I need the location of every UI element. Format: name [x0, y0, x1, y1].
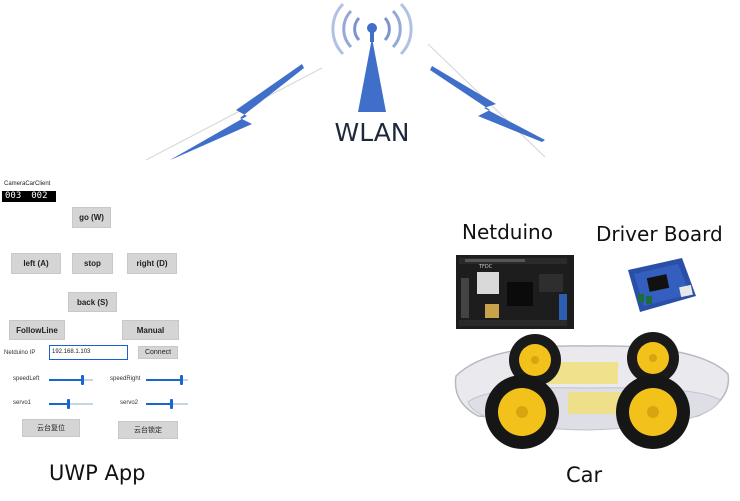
- app-window-title: CameraCarClient: [4, 181, 51, 187]
- servo2-slider[interactable]: [146, 399, 188, 409]
- go-button[interactable]: go (W): [72, 207, 111, 228]
- counter-value-1: 003: [5, 191, 22, 201]
- wheel-back-left-icon: [509, 334, 561, 386]
- manual-button[interactable]: Manual: [122, 320, 179, 340]
- connect-button[interactable]: Connect: [138, 346, 178, 359]
- slider-thumb[interactable]: [180, 375, 184, 385]
- wheel-front-right-icon: [616, 375, 690, 449]
- netduino-board-image: TFDC: [456, 255, 574, 329]
- svg-text:TFDC: TFDC: [478, 264, 493, 270]
- speed-right-slider[interactable]: [146, 375, 188, 385]
- driver-board-image: [628, 258, 696, 312]
- back-button[interactable]: back (S): [68, 292, 117, 312]
- driver-board-label: Driver Board: [596, 222, 723, 246]
- gimbal-reset-button[interactable]: 云台复位: [22, 419, 80, 437]
- slider-thumb[interactable]: [80, 375, 84, 385]
- servo1-slider[interactable]: [49, 399, 93, 409]
- followline-button[interactable]: FollowLine: [9, 320, 65, 340]
- signal-line-left: [145, 67, 323, 161]
- slider-fill: [146, 379, 182, 381]
- speed-left-slider[interactable]: [49, 375, 93, 385]
- slider-fill: [146, 403, 172, 405]
- slider-label-servo1: servo1: [13, 400, 32, 406]
- stop-button[interactable]: stop: [72, 253, 113, 274]
- slider-thumb[interactable]: [67, 399, 71, 409]
- lightning-left-icon: [170, 64, 304, 160]
- car-caption: Car: [566, 463, 603, 487]
- wheel-back-right-icon: [627, 332, 679, 384]
- gimbal-lock-button[interactable]: 云台锁定: [118, 421, 178, 439]
- slider-fill: [49, 379, 82, 381]
- wheel-front-left-icon: [485, 375, 559, 449]
- slider-label-speed-right: speedRight: [110, 376, 141, 382]
- lightning-right-icon: [430, 66, 545, 142]
- wlan-label: WLAN: [334, 118, 410, 147]
- slider-label-servo2: servo2: [120, 400, 139, 406]
- slider-label-speed-left: speedLeft: [13, 376, 40, 382]
- right-button[interactable]: right (D): [127, 253, 177, 274]
- uwp-app-caption: UWP App: [49, 461, 146, 485]
- counter-value-2: 002: [31, 191, 48, 201]
- ip-label: Netduino IP: [4, 350, 36, 356]
- wifi-tower-icon: [331, 2, 413, 112]
- slider-thumb[interactable]: [169, 399, 173, 409]
- counter-display: 003 002: [2, 191, 56, 202]
- car-image: [454, 332, 730, 449]
- ip-input[interactable]: 192.168.1.103: [49, 345, 128, 360]
- left-button[interactable]: left (A): [11, 253, 61, 274]
- netduino-label: Netduino: [462, 220, 553, 244]
- slider-fill: [49, 403, 69, 405]
